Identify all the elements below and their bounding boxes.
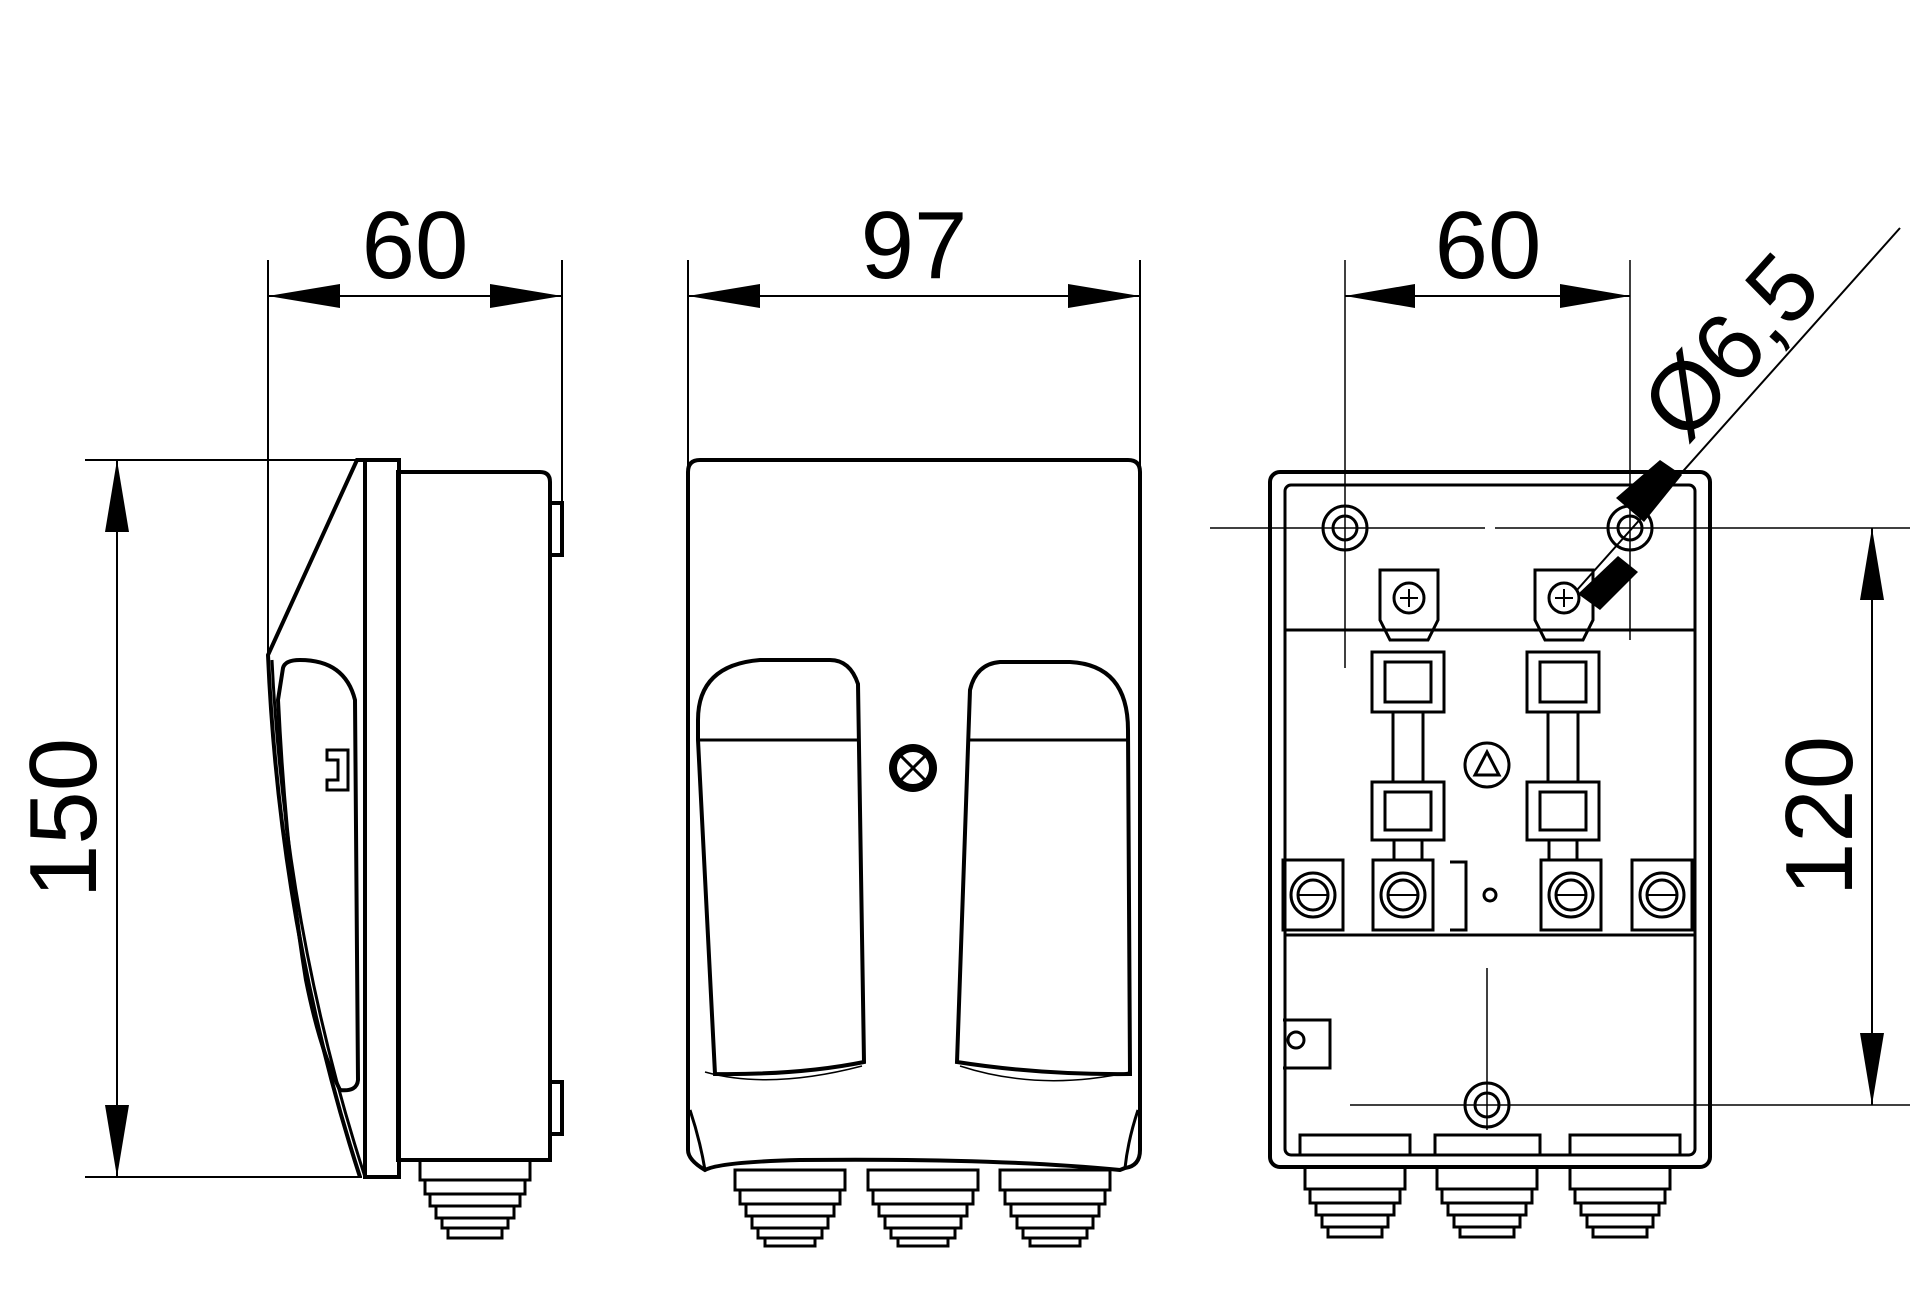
dimension-rear-hole-spacing: 60 bbox=[1345, 192, 1630, 308]
dimension-side-width: 60 bbox=[267, 192, 563, 655]
rear-view bbox=[1210, 260, 1910, 1239]
dim-label-rear-hole-height: 120 bbox=[1766, 736, 1873, 896]
dim-label-overall-height: 150 bbox=[10, 738, 117, 898]
dim-label-rear-hole-spacing: 60 bbox=[1435, 192, 1542, 299]
dim-label-hole-diameter: Ø6,5 bbox=[1621, 233, 1840, 459]
dimension-hole-diameter: Ø6,5 bbox=[1576, 227, 1901, 610]
dimension-overall-height: 150 bbox=[10, 459, 362, 1178]
fuse-holder-right bbox=[1525, 568, 1601, 862]
dim-label-front-width: 97 bbox=[861, 192, 968, 299]
front-view bbox=[686, 458, 1142, 1248]
dimension-front-width: 97 bbox=[687, 192, 1141, 470]
dim-label-side-width: 60 bbox=[362, 192, 469, 299]
fuse-holder-left bbox=[1370, 568, 1446, 862]
dimension-rear-hole-height: 120 bbox=[1766, 528, 1884, 1105]
terminal-block bbox=[1281, 858, 1694, 932]
side-view bbox=[265, 458, 564, 1240]
